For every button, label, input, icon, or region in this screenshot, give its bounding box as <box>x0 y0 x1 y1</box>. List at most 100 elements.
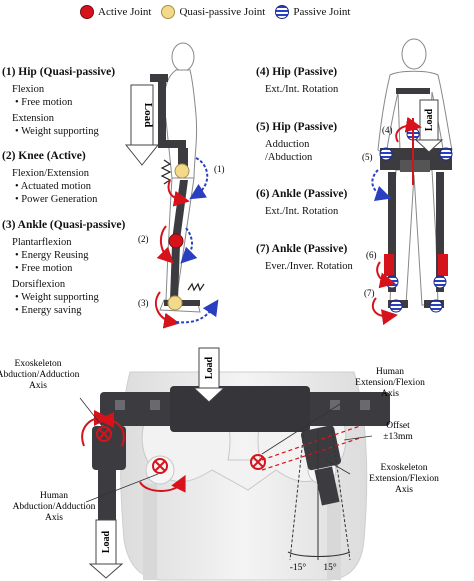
legend-passive-label: Passive Joint <box>293 6 351 18</box>
hip-extension-b1: • Weight supporting <box>15 126 99 137</box>
ankle-arrow-red <box>154 291 180 329</box>
exo-ext-line3: Axis <box>395 485 413 495</box>
bottom-load-bottom-text: Load <box>101 530 112 553</box>
human-abd-line1: Human <box>40 491 68 501</box>
human-abd-line2: Abduction/Adduction <box>13 502 96 512</box>
ankle-d-b2: • Energy saving <box>15 305 82 316</box>
knee-b1: • Actuated motion <box>15 181 91 192</box>
hip-flexion-b1: • Free motion <box>15 97 73 108</box>
j6-arrow <box>376 261 396 289</box>
exo-ext-line2: Extension/Flexion <box>369 474 439 484</box>
marker-7: (7) <box>364 288 375 298</box>
j7-desc: Ever./Inver. Rotation <box>265 261 353 272</box>
ankle-arrow-blue <box>175 299 219 324</box>
human-ext-line2: Extension/Flexion <box>355 378 425 388</box>
marker-2: (2) <box>138 234 149 244</box>
angle-left-label: -15° <box>290 562 307 573</box>
knee-arrow-red <box>156 225 174 264</box>
legend-quasi-label: Quasi-passive Joint <box>179 6 266 18</box>
bottom-load-top: Load <box>192 347 226 403</box>
hip-title: (1) Hip (Quasi-passive) <box>2 66 116 78</box>
angle-line-right <box>331 429 351 561</box>
human-abd-line3: Axis <box>45 513 63 523</box>
angle-arc <box>287 551 351 557</box>
active-joint-icon <box>80 5 94 19</box>
hip-flexion: Flexion <box>12 84 45 95</box>
knee-arrow-blue <box>180 227 198 264</box>
j6-title: (6) Ankle (Passive) <box>256 188 348 200</box>
marker-5: (5) <box>362 152 373 162</box>
hip-abd-left-passive-joint <box>379 147 393 161</box>
legend-active: Active Joint <box>80 5 151 19</box>
j5-desc2: /Abduction <box>265 152 313 163</box>
exo-ext-line1: Exoskeleton <box>381 463 428 473</box>
leader-exo-ext <box>325 459 351 475</box>
ankle-spring-icon <box>187 282 205 292</box>
j6-desc: Ext./Int. Rotation <box>265 206 339 217</box>
ankle-ever-left-passive-joint <box>389 299 403 313</box>
passive-joint-icon <box>275 5 290 19</box>
angle-right-label: 15° <box>323 562 337 573</box>
ankle-rot-right-passive-joint <box>433 275 447 289</box>
knee-b2: • Power Generation <box>15 194 98 205</box>
hip-quasi-joint <box>174 163 190 179</box>
ankle-p-b2: • Free motion <box>15 263 73 274</box>
knee-title: (2) Knee (Active) <box>2 150 86 162</box>
offset-line-1 <box>261 425 361 461</box>
human-ext-joint-icon <box>250 454 266 470</box>
exo-abd-arrow-right <box>98 412 125 447</box>
leader-human-ext <box>261 403 341 455</box>
ankle-p-b1: • Energy Reusing <box>15 250 89 261</box>
ankle-dorsi: Dorsiflexion <box>12 279 66 290</box>
leader-exo-abd <box>79 397 103 427</box>
quasi-joint-icon <box>161 5 176 19</box>
right-load-text: Load <box>424 108 435 131</box>
angle-line-left <box>289 429 305 561</box>
hip-flex-arrow <box>189 157 209 200</box>
bottom-load-top-text: Load <box>204 356 215 379</box>
left-load-text: Load <box>142 103 154 127</box>
hip-abd-right-passive-joint <box>439 147 453 161</box>
human-abd-arrow <box>139 474 186 493</box>
human-ext-line1: Human <box>376 367 404 377</box>
exo-abd-line3: Axis <box>29 381 47 391</box>
j4-desc: Ext./Int. Rotation <box>265 84 339 95</box>
leader-human-abd <box>85 473 159 503</box>
j4-arrow <box>395 116 422 143</box>
legend-quasi: Quasi-passive Joint <box>161 5 265 19</box>
j5-title: (5) Hip (Passive) <box>256 121 338 133</box>
j7-arrow <box>371 297 398 326</box>
j7-title: (7) Ankle (Passive) <box>256 243 348 255</box>
marker-1: (1) <box>214 164 225 174</box>
ankle-plantar: Plantarflexion <box>12 237 72 248</box>
hip-extension: Extension <box>12 113 54 124</box>
ankle-ever-right-passive-joint <box>429 299 443 313</box>
exo-abd-line2: Abduction/Adduction <box>0 370 80 380</box>
knee-mode: Flexion/Extension <box>12 168 89 179</box>
offset-line2: ±13mm <box>383 432 413 442</box>
j5-arrow <box>371 169 392 202</box>
ankle-quasi-joint <box>167 295 183 311</box>
j5-desc1: Adduction <box>265 139 310 150</box>
leader-offset <box>343 435 373 441</box>
offset-line-2 <box>261 437 361 471</box>
ankle-title: (3) Ankle (Quasi-passive) <box>2 219 126 231</box>
hip-ext-arrow <box>167 179 190 207</box>
marker-3: (3) <box>138 298 149 308</box>
j4-title: (4) Hip (Passive) <box>256 66 338 78</box>
offset-line1: Offset <box>386 420 410 431</box>
right-load-arrow: Load <box>414 99 444 153</box>
human-ext-line3: Axis <box>381 389 399 399</box>
bottom-load-bottom: Load <box>88 519 124 579</box>
left-load-arrow: Load <box>124 84 160 166</box>
legend: Active Joint Quasi-passive Joint Passive… <box>80 2 350 22</box>
marker-4: (4) <box>382 125 393 135</box>
ankle-d-b1: • Weight supporting <box>15 292 99 303</box>
human-abd-joint-icon <box>152 458 168 474</box>
exo-abd-line1: Exoskeleton <box>15 359 62 369</box>
knee-active-joint <box>168 233 184 249</box>
front-exoskeleton <box>379 88 453 313</box>
legend-active-label: Active Joint <box>98 6 152 18</box>
marker-6: (6) <box>366 250 377 260</box>
